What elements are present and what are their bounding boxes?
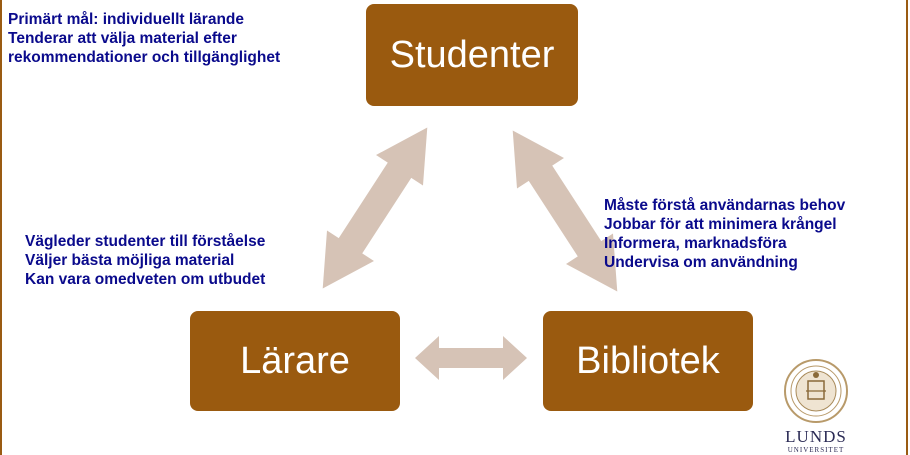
note-line: Kan vara omedveten om utbudet — [25, 271, 266, 288]
node-larare: Lärare — [190, 311, 400, 411]
arrow-studenter-bibliotek — [512, 130, 618, 292]
note-line: Väljer bästa möjliga material — [25, 252, 235, 269]
arrow-larare-bibliotek — [415, 336, 527, 380]
note-studenter: Primärt mål: individuellt lärande Tender… — [8, 10, 280, 67]
note-line: Jobbar för att minimera krångel — [604, 216, 837, 233]
lunds-universitet-logo: LUNDS UNIVERSITET — [776, 355, 856, 455]
arrow-studenter-larare — [322, 127, 428, 289]
note-line: Undervisa om användning — [604, 254, 798, 271]
note-bibliotek: Måste förstå användarnas behov Jobbar fö… — [604, 196, 845, 272]
node-larare-label: Lärare — [240, 339, 350, 382]
node-studenter: Studenter — [366, 4, 578, 106]
logo-subtitle: UNIVERSITET — [787, 446, 845, 454]
note-line: Informera, marknadsföra — [604, 235, 787, 252]
note-line: Primärt mål: individuellt lärande — [8, 11, 245, 28]
note-line: rekommendationer och tillgänglighet — [8, 49, 281, 66]
note-larare: Vägleder studenter till förståelse Välje… — [25, 232, 265, 289]
note-line: Måste förstå användarnas behov — [604, 197, 846, 214]
node-studenter-label: Studenter — [389, 33, 555, 76]
note-line: Vägleder studenter till förståelse — [25, 233, 266, 250]
logo-wordmark: LUNDS — [785, 427, 847, 446]
node-bibliotek-label: Bibliotek — [576, 339, 720, 382]
note-line: Tenderar att välja material efter — [8, 30, 237, 47]
university-seal-icon — [784, 359, 848, 423]
node-bibliotek: Bibliotek — [543, 311, 753, 411]
